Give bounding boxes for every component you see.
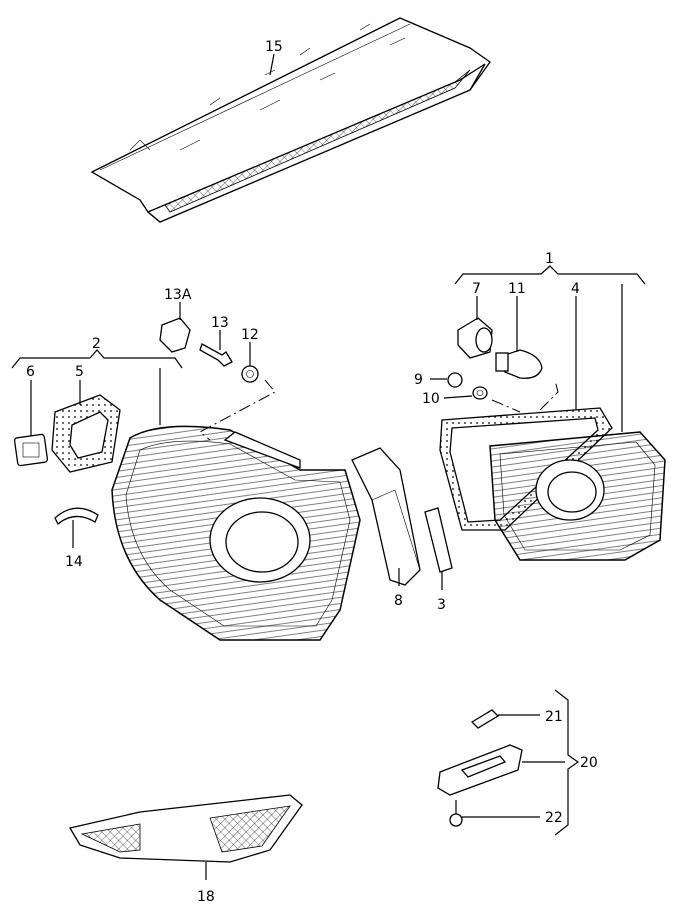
label-14: 14 bbox=[65, 554, 83, 570]
label-20: 20 bbox=[580, 755, 598, 771]
label-8: 8 bbox=[394, 593, 403, 609]
part-6-inner bbox=[22, 442, 40, 458]
part-10-hole bbox=[476, 390, 484, 396]
part-21-festoon-bulb bbox=[470, 709, 500, 729]
part-13-screw bbox=[199, 343, 233, 367]
label-1: 1 bbox=[545, 251, 554, 267]
label-22: 22 bbox=[545, 810, 563, 826]
bracket-1 bbox=[454, 265, 646, 285]
part-11-bulb-base bbox=[495, 352, 509, 372]
label-10: 10 bbox=[422, 391, 440, 407]
part-11-bulb bbox=[504, 349, 543, 379]
bracket-20 bbox=[554, 689, 580, 836]
license-plate-lamp-lens bbox=[460, 755, 507, 778]
part-3-reflector bbox=[424, 507, 453, 573]
third-brake-light-part bbox=[90, 17, 491, 223]
label-2: 2 bbox=[92, 336, 101, 352]
bracket-2 bbox=[11, 349, 183, 369]
label-12: 12 bbox=[241, 327, 259, 343]
assembly-line-right bbox=[491, 379, 559, 413]
part-14-trim bbox=[54, 507, 99, 526]
part-6-seal bbox=[13, 433, 49, 467]
part-13a-clip bbox=[159, 317, 191, 353]
label-6: 6 bbox=[26, 364, 35, 380]
label-21: 21 bbox=[545, 709, 563, 725]
part-12-nut bbox=[241, 365, 259, 383]
part-18-rear-reflector bbox=[68, 794, 303, 863]
part-8-trim bbox=[351, 447, 421, 586]
leader-10 bbox=[443, 395, 473, 399]
label-13: 13 bbox=[211, 315, 229, 331]
tail-light-outer-part bbox=[111, 425, 361, 641]
part-5-inner bbox=[69, 411, 109, 459]
label-3: 3 bbox=[437, 597, 446, 613]
part-12-hole bbox=[246, 370, 254, 378]
label-9: 9 bbox=[414, 372, 423, 388]
label-5: 5 bbox=[75, 364, 84, 380]
part-8-edge bbox=[371, 489, 421, 571]
tail-light-inner-part bbox=[489, 431, 666, 561]
assembly-line-left bbox=[199, 379, 276, 441]
part-22-screw bbox=[449, 813, 463, 827]
leader-15 bbox=[269, 53, 275, 76]
label-15: 15 bbox=[265, 39, 283, 55]
label-4: 4 bbox=[571, 281, 580, 297]
label-13a: 13A bbox=[164, 287, 192, 303]
part-10-washer bbox=[472, 386, 488, 400]
part-9-nut bbox=[447, 372, 463, 388]
part-7-socket-face bbox=[475, 327, 493, 353]
label-11: 11 bbox=[508, 281, 526, 297]
label-18: 18 bbox=[197, 889, 215, 905]
label-7: 7 bbox=[472, 281, 481, 297]
